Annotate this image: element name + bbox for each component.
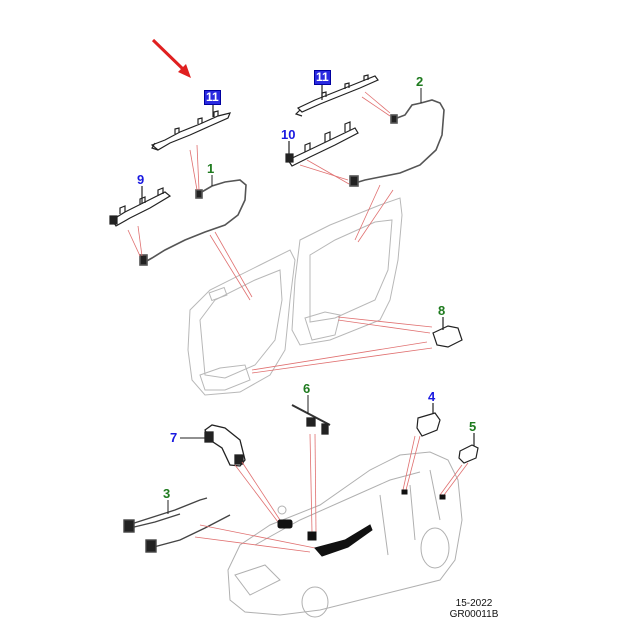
callout-3[interactable]: 3 xyxy=(163,486,171,501)
part-6-sensor[interactable] xyxy=(291,395,331,435)
part-11-bracket-right[interactable] xyxy=(294,74,379,117)
leader-lines xyxy=(127,91,469,553)
callout-7[interactable]: 7 xyxy=(170,430,178,445)
part-5-module[interactable] xyxy=(458,433,479,464)
footer-figure-id: GR00011B xyxy=(449,609,499,620)
vehicle-outline xyxy=(227,451,463,618)
rear-door-trim-panel xyxy=(291,197,403,346)
callout-6[interactable]: 6 xyxy=(303,381,311,396)
part-7-bracket[interactable] xyxy=(180,424,246,467)
part-9-bracket[interactable] xyxy=(109,186,172,227)
callout-4[interactable]: 4 xyxy=(428,389,436,404)
part-11-bracket-left[interactable] xyxy=(150,105,231,151)
footer-date-code: 15-2022 xyxy=(455,598,493,609)
part-1-wiring-harness[interactable] xyxy=(139,175,247,266)
callout-2[interactable]: 2 xyxy=(416,74,424,89)
installed-components xyxy=(277,489,446,557)
front-door-trim-panel xyxy=(187,249,296,396)
part-8-module[interactable] xyxy=(432,317,463,348)
part-10-bracket[interactable] xyxy=(285,121,359,167)
callout-5[interactable]: 5 xyxy=(469,419,477,434)
callout-11-highlighted[interactable]: 11 xyxy=(204,90,221,105)
callout-1[interactable]: 1 xyxy=(207,161,215,176)
callout-9[interactable]: 9 xyxy=(137,172,145,187)
part-2-wiring-harness[interactable] xyxy=(349,88,445,187)
callout-10[interactable]: 10 xyxy=(281,127,296,142)
callout-8[interactable]: 8 xyxy=(438,303,446,318)
part-3-wiring-assembly[interactable] xyxy=(123,497,231,553)
callout-11[interactable]: 11 xyxy=(314,70,331,85)
pointer-arrow-icon xyxy=(151,38,191,78)
part-4-module[interactable] xyxy=(416,403,441,437)
